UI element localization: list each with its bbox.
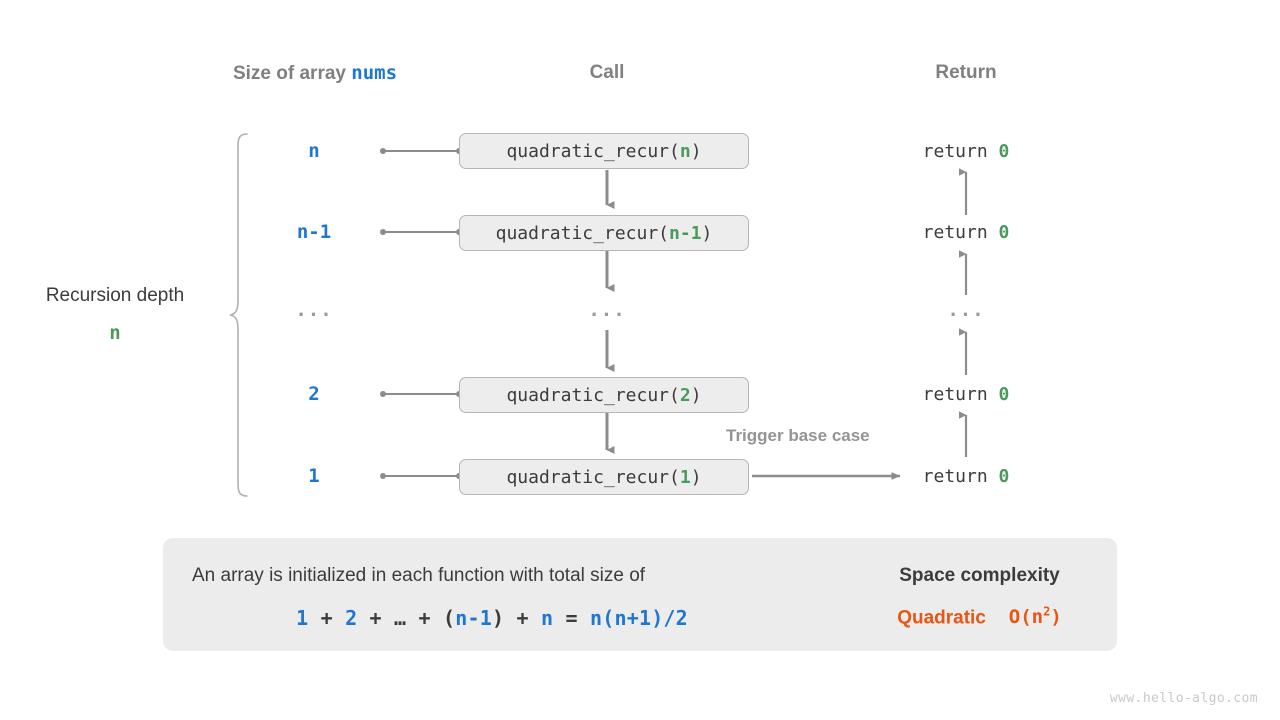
recursion-depth-brace xyxy=(229,133,248,497)
size-connector-dots xyxy=(380,148,462,479)
formula-term-2: 2 xyxy=(345,606,358,630)
size-label-row-0: n xyxy=(308,140,320,162)
call-box-open-paren: ( xyxy=(669,384,680,406)
header-size-code: nums xyxy=(351,62,398,84)
summary-description: An array is initialized in each function… xyxy=(192,565,646,586)
return-label-row-3: return 0 xyxy=(866,384,1066,405)
return-label-row-0: return 0 xyxy=(866,141,1066,162)
call-box-argument: 2 xyxy=(679,384,691,406)
call-box-close-paren: ) xyxy=(701,222,713,244)
bigo-suffix: ) xyxy=(1050,606,1062,629)
formula-open-paren: ( xyxy=(443,606,456,630)
header-call: Call xyxy=(589,62,625,83)
summary-formula: 1 + 2 + … + (n-1) + n = n(n+1)/2 xyxy=(192,606,792,630)
call-box-row-4[interactable]: quadratic_recur(1) xyxy=(459,459,749,495)
space-complexity-result: Quadratic O(n2) xyxy=(857,605,1102,629)
return-label-row-1: return 0 xyxy=(866,222,1066,243)
return-row-2-ellipsis: ... xyxy=(947,299,985,321)
formula-op-plus-1: + xyxy=(308,606,346,630)
call-box-close-paren: ) xyxy=(690,140,702,162)
header-return: Return xyxy=(935,62,997,83)
header-size-prefix: Size of array xyxy=(232,63,352,84)
formula-ellipsis: … xyxy=(394,606,407,630)
return-value: 0 xyxy=(998,141,1010,162)
call-box-argument: n-1 xyxy=(669,222,702,244)
return-keyword: return xyxy=(922,141,999,162)
return-value: 0 xyxy=(998,466,1010,487)
call-box-row-3[interactable]: quadratic_recur(2) xyxy=(459,377,749,413)
size-label-row-2-ellipsis: ... xyxy=(295,299,333,321)
size-label-row-3: 2 xyxy=(308,383,320,405)
formula-op-equals: = xyxy=(553,606,590,630)
call-box-fn-name: quadratic_recur xyxy=(495,222,659,244)
formula-op-plus-3: + xyxy=(406,606,444,630)
formula-term-n: n xyxy=(541,606,554,630)
complexity-word: Quadratic xyxy=(897,607,986,629)
formula-term-n-minus-1: n-1 xyxy=(455,606,493,630)
call-box-open-paren: ( xyxy=(669,466,680,488)
bigo-prefix: O(n xyxy=(1008,606,1044,629)
call-box-argument: n xyxy=(679,140,691,162)
call-box-close-paren: ) xyxy=(690,466,702,488)
space-complexity-title: Space complexity xyxy=(899,565,1060,586)
call-box-open-paren: ( xyxy=(658,222,670,244)
return-keyword: return xyxy=(922,466,999,487)
formula-op-plus-2: + xyxy=(357,606,395,630)
return-keyword: return xyxy=(922,384,999,405)
formula-close-paren: ) xyxy=(492,606,505,630)
call-box-argument: 1 xyxy=(679,466,691,488)
call-box-close-paren: ) xyxy=(690,384,702,406)
watermark: www.hello-algo.com xyxy=(1109,691,1258,706)
summary-panel xyxy=(163,538,1117,651)
recursion-depth-value: n xyxy=(109,322,121,344)
complexity-bigo: O(n2) xyxy=(986,605,1062,629)
call-box-row-0[interactable]: quadratic_recur(n) xyxy=(459,133,749,169)
call-box-open-paren: ( xyxy=(669,140,680,162)
formula-op-plus-4: + xyxy=(504,606,541,630)
call-box-fn-name: quadratic_recur xyxy=(506,384,670,406)
return-label-row-4: return 0 xyxy=(866,466,1066,487)
return-keyword: return xyxy=(922,222,999,243)
size-label-row-1: n-1 xyxy=(296,221,332,243)
call-box-fn-name: quadratic_recur xyxy=(506,140,670,162)
size-connectors xyxy=(383,150,459,477)
trigger-base-case-label: Trigger base case xyxy=(726,426,870,445)
call-row-2-ellipsis: ... xyxy=(588,299,626,321)
return-value: 0 xyxy=(998,222,1010,243)
call-box-row-1[interactable]: quadratic_recur(n-1) xyxy=(459,215,749,251)
bigo-exponent: 2 xyxy=(1043,605,1051,619)
formula-result: n(n+1)/2 xyxy=(589,606,688,630)
return-value: 0 xyxy=(998,384,1010,405)
formula-term-1: 1 xyxy=(296,606,309,630)
size-label-row-4: 1 xyxy=(308,465,320,487)
recursion-depth-title: Recursion depth xyxy=(45,285,185,306)
call-box-fn-name: quadratic_recur xyxy=(506,466,670,488)
header-size-of-array: Size of array nums xyxy=(165,62,465,85)
